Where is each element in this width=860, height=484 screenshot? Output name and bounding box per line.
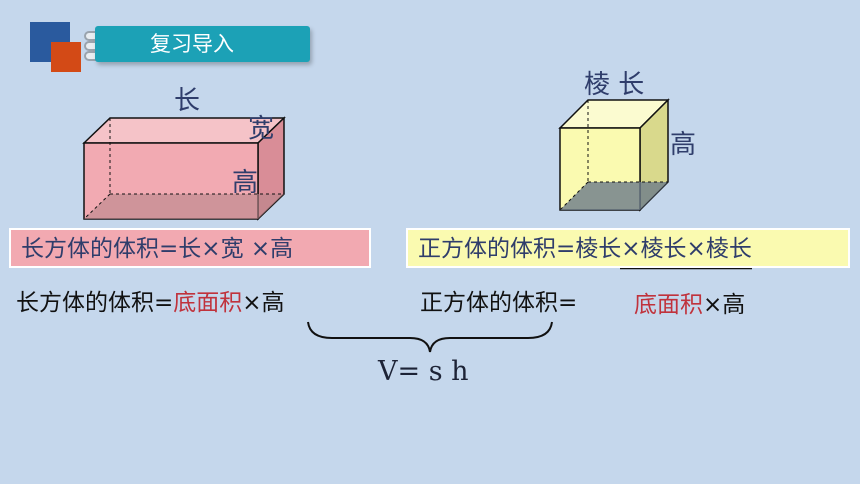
cuboid-line-height: ×高 xyxy=(242,290,285,316)
cuboid-volume-line: 长方体的体积=底面积×高 xyxy=(16,288,285,318)
cube-edge-label: 棱 长 xyxy=(584,70,645,100)
cuboid-volume-times: × xyxy=(201,236,221,262)
cuboid-volume-height: ×高 xyxy=(243,236,294,262)
cuboid-shape xyxy=(82,116,286,221)
cube-volume-rest: ×棱长×棱长 xyxy=(621,236,752,262)
cuboid-height-label: 高 xyxy=(232,168,259,198)
cuboid-length-label: 长 xyxy=(174,86,201,116)
cuboid-volume-width: 宽 xyxy=(220,236,244,262)
cube-bottom-face xyxy=(560,182,668,210)
curly-brace xyxy=(307,321,553,353)
cube-volume-line-rest: 底面积×高 xyxy=(634,290,745,320)
cube-line-height: ×高 xyxy=(703,292,746,318)
cuboid-volume-prefix: 长方体的体积= xyxy=(21,236,179,262)
section-title: 复习导入 xyxy=(150,32,234,56)
cuboid-line-base-area: 底面积 xyxy=(173,290,243,316)
cube-volume-prefix: 正方体的体积= xyxy=(418,236,576,262)
section-title-bar xyxy=(95,26,310,62)
logo-orange-square xyxy=(51,42,81,72)
cuboid-volume-box: 长方体的体积=长×宽 ×高 xyxy=(9,228,371,268)
cuboid-width-label: 宽 xyxy=(248,114,275,144)
cube-volume-edge: 棱长 xyxy=(575,236,622,262)
cuboid-hidden-edge xyxy=(83,193,111,220)
cube-shape xyxy=(558,98,670,212)
cube-volume-line-prefix: 正方体的体积= xyxy=(420,290,578,316)
cuboid-line-prefix: 长方体的体积= xyxy=(16,290,174,316)
cuboid-volume-length: 长 xyxy=(178,236,202,262)
cube-line-base-area: 底面积 xyxy=(634,292,703,318)
cube-hidden-edge xyxy=(559,181,589,211)
cube-height-label: 高 xyxy=(670,130,697,160)
cuboid-bottom-face xyxy=(84,194,284,219)
cube-volume-box: 正方体的体积=棱长×棱长×棱长 xyxy=(406,228,850,268)
general-volume-formula: V= s h xyxy=(378,356,469,387)
